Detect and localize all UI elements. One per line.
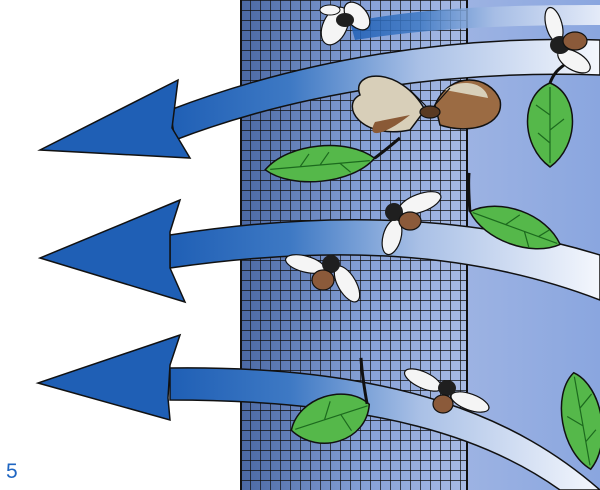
fly-wing-fragment [320, 5, 340, 15]
page-number: 5 [6, 460, 18, 484]
